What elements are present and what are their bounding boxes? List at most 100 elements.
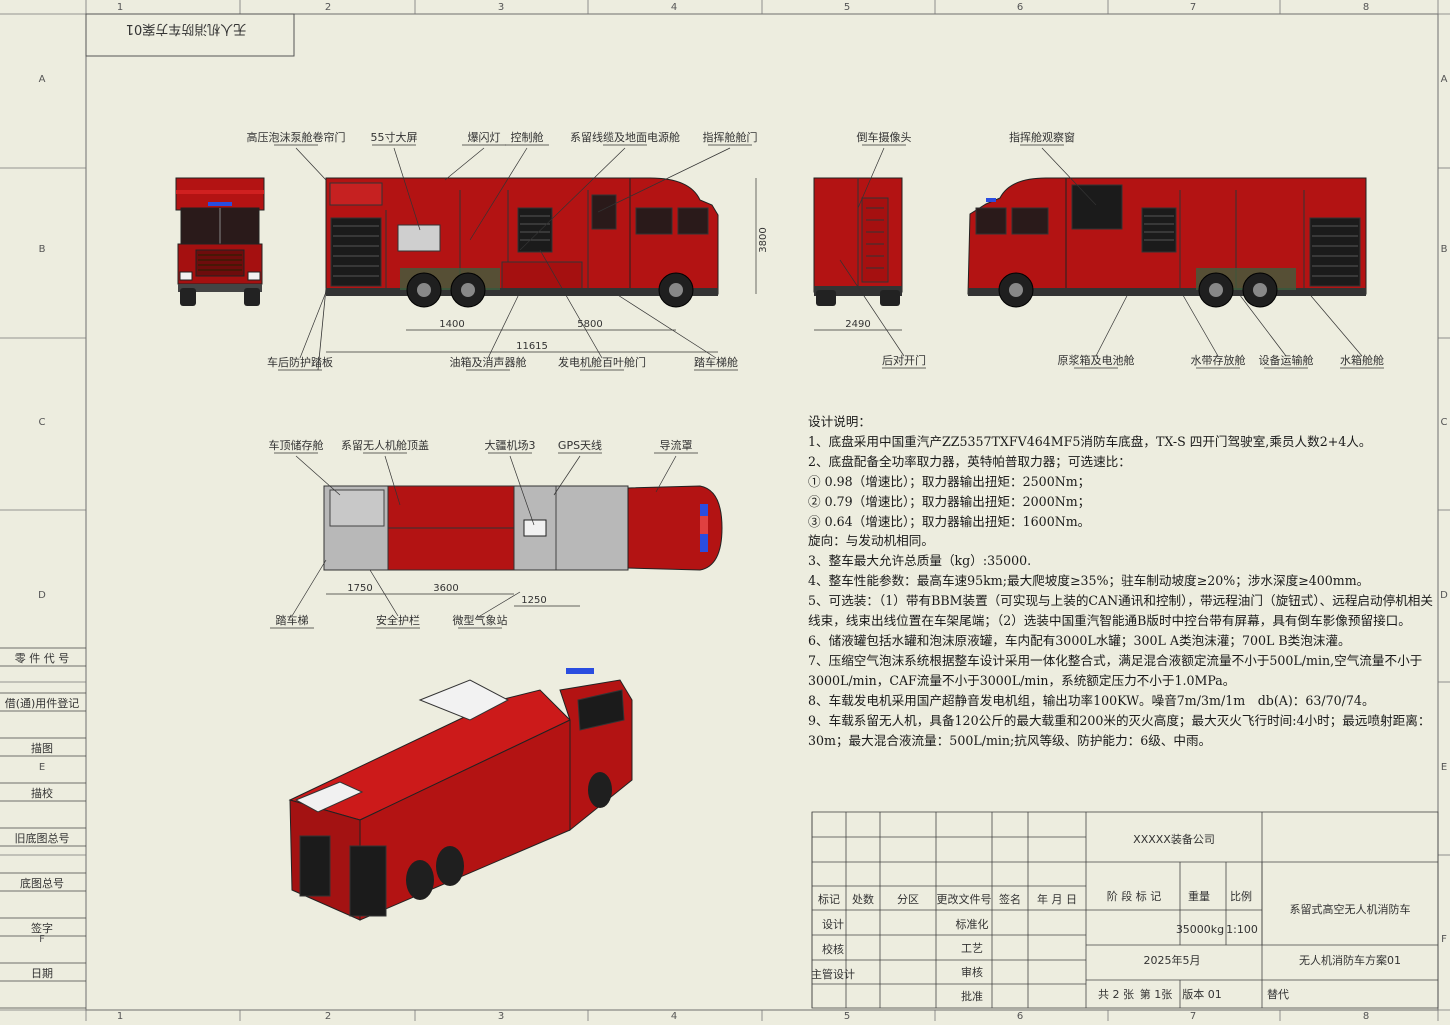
side-table-cell: 描校	[31, 786, 53, 800]
design-note-line: 8、车载发电机采用国产超静音发电机组，输出功率100KW。噪音7m/3m/1m …	[808, 692, 1375, 708]
zone-col-bottom: 4	[671, 1011, 677, 1021]
label-step: 踏车梯	[276, 613, 309, 627]
design-note-line: 5、可选装：（1）带有BBM装置（可实现与上装的CAN通讯和控制），带远程油门（…	[808, 593, 1433, 629]
label-uav-pad: 大疆机场3	[485, 438, 536, 452]
tb-weight: 35000kg	[1176, 923, 1224, 936]
dimension-top-a: 1750	[347, 583, 372, 594]
tb-header: 年 月 日	[1037, 892, 1077, 906]
label-fuel-tank: 油箱及消声器舱	[450, 355, 527, 369]
label-guardrail: 安全护栏	[376, 613, 420, 627]
label-gas-station: 微型气象站	[453, 613, 508, 627]
tb-header: 签名	[999, 892, 1021, 906]
rear-view	[813, 177, 903, 306]
zone-col-top: 8	[1363, 2, 1369, 13]
side-view-right	[967, 177, 1367, 308]
tb-product: 系留式高空无人机消防车	[1290, 902, 1411, 916]
label-generator-door: 发电机舱百叶舱门	[558, 355, 646, 369]
design-note-line: 9、车载系留无人机，具备120公斤的最大载重和200米的灭火高度；最大灭火飞行时…	[808, 712, 1431, 748]
design-note-line: 1、底盘采用中国重汽产ZZ5357TXFV464MF5消防车底盘，TX-S 四开…	[808, 433, 1372, 449]
label-hose-cabin: 水带存放舱	[1191, 353, 1246, 367]
tb-company: XXXXX装备公司	[1133, 832, 1215, 846]
side-table-cell: 签字	[31, 921, 53, 935]
side-table-cell: 旧底图总号	[15, 831, 70, 845]
isometric-view	[288, 668, 633, 921]
side-table-cell: 日期	[31, 967, 53, 980]
zone-col-bottom: 3	[498, 1011, 504, 1021]
side-table-cell: 描图	[31, 741, 53, 755]
label-water-cabin: 水箱舱舱	[1340, 353, 1384, 367]
zone-col-top: 4	[671, 2, 677, 13]
tb-date: 2025年5月	[1144, 953, 1201, 967]
label-deflector: 导流罩	[660, 438, 693, 452]
label-reverse-camera: 倒车摄像头	[857, 130, 912, 144]
design-note-line: ③ 0.64（增速比）；取力器输出扭矩：1600Nm。	[808, 513, 1091, 529]
tb-scale: 1:100	[1226, 923, 1258, 936]
label-tether-cabin: 系留线缆及地面电源舱	[570, 130, 680, 144]
design-note-line: 7、压缩空气泡沫系统根据整车设计采用一体化整合式，满足混合液额定流量不小于500…	[808, 652, 1423, 688]
label-screen: 55寸大屏	[371, 130, 418, 144]
tb-weight-label: 重量	[1188, 889, 1210, 903]
design-notes: 设计说明： 1、底盘采用中国重汽产ZZ5357TXFV464MF5消防车底盘，T…	[808, 412, 1438, 750]
design-notes-heading: 设计说明：	[808, 414, 871, 429]
label-control-cabin: 控制舱	[511, 130, 544, 144]
tb-row-left: 主管设计	[811, 967, 855, 981]
zone-row-left: C	[39, 417, 46, 428]
zone-col-bottom: 1	[117, 1011, 123, 1021]
tb-header: 标记	[818, 892, 840, 906]
label-foam-tank: 原浆箱及电池舱	[1058, 353, 1135, 367]
dimension-height: 3800	[758, 227, 769, 252]
tb-replace: 替代	[1267, 987, 1289, 1001]
side-view-left	[317, 177, 719, 371]
top-view	[323, 485, 723, 571]
design-note-line: ① 0.98（增速比）；取力器输出扭矩：2500Nm；	[808, 473, 1091, 489]
side-table-cell: 零 件 代 号	[15, 652, 70, 665]
zone-row-left: F	[39, 934, 45, 945]
dimension-width: 2490	[845, 319, 870, 330]
tb-row-mid: 标准化	[956, 917, 989, 931]
side-table-cell: 借(通)用件登记	[5, 696, 80, 710]
zone-row-left: A	[39, 74, 46, 85]
tb-header: 处数	[852, 893, 874, 906]
zone-col-top: 3	[498, 2, 504, 13]
design-note-line: 旋向：与发动机相同。	[808, 533, 934, 549]
tb-sheets: 共 2 张	[1098, 988, 1134, 1001]
label-step-cabin: 踏车梯舱	[694, 355, 738, 369]
label-command-door: 指挥舱舱门	[703, 130, 758, 144]
zone-row-right: E	[1441, 762, 1447, 773]
tb-stage: 阶 段 标 记	[1107, 889, 1162, 903]
dimension-top-c: 1250	[521, 595, 546, 606]
zone-row-left: B	[39, 244, 46, 255]
side-table-cell: 底图总号	[20, 876, 64, 890]
tb-row-mid: 审核	[961, 965, 983, 979]
zone-row-left: E	[39, 762, 45, 773]
zone-row-right: C	[1441, 417, 1448, 428]
label-high-pressure-pump-door: 高压泡沫泵舱卷帘门	[247, 130, 346, 144]
design-note-line: 4、整车性能参数：最高车速95km;最大爬坡度≥35%；驻车制动坡度≥20%；涉…	[808, 573, 1370, 589]
zone-row-right: F	[1441, 934, 1447, 945]
zone-col-bottom: 6	[1017, 1011, 1023, 1021]
zone-col-top: 5	[844, 2, 850, 13]
dimension-wheelbase: 5800	[577, 319, 602, 330]
design-note-line: ② 0.79（增速比）；取力器输出扭矩：2000Nm；	[808, 493, 1091, 509]
zone-col-bottom: 2	[325, 1011, 331, 1021]
zone-row-right: D	[1440, 590, 1448, 601]
design-note-line: 6、储液罐包括水罐和泡沫原液罐，车内配有3000L水罐；300L A类泡沫灌；7…	[808, 632, 1351, 648]
zone-col-top: 6	[1017, 2, 1023, 13]
tb-row-mid: 工艺	[961, 942, 983, 955]
tb-sheet-no: 第 1张	[1140, 987, 1173, 1001]
zone-row-right: B	[1441, 244, 1448, 255]
tb-row-left: 校核	[822, 942, 844, 956]
tb-header: 更改文件号	[937, 892, 992, 906]
title-block	[811, 811, 1439, 1009]
label-command-window: 指挥舱观察窗	[1009, 130, 1075, 144]
zone-col-top: 2	[325, 2, 331, 13]
zone-col-bottom: 5	[844, 1011, 850, 1021]
front-view	[175, 177, 265, 306]
label-roof-storage: 车顶储存舱	[269, 438, 324, 452]
dimension-top-b: 3600	[433, 583, 458, 594]
drawing-title-box: 无人机消防车方案01	[126, 21, 247, 37]
zone-col-top: 7	[1190, 2, 1196, 13]
tb-row-mid: 批准	[961, 989, 983, 1003]
